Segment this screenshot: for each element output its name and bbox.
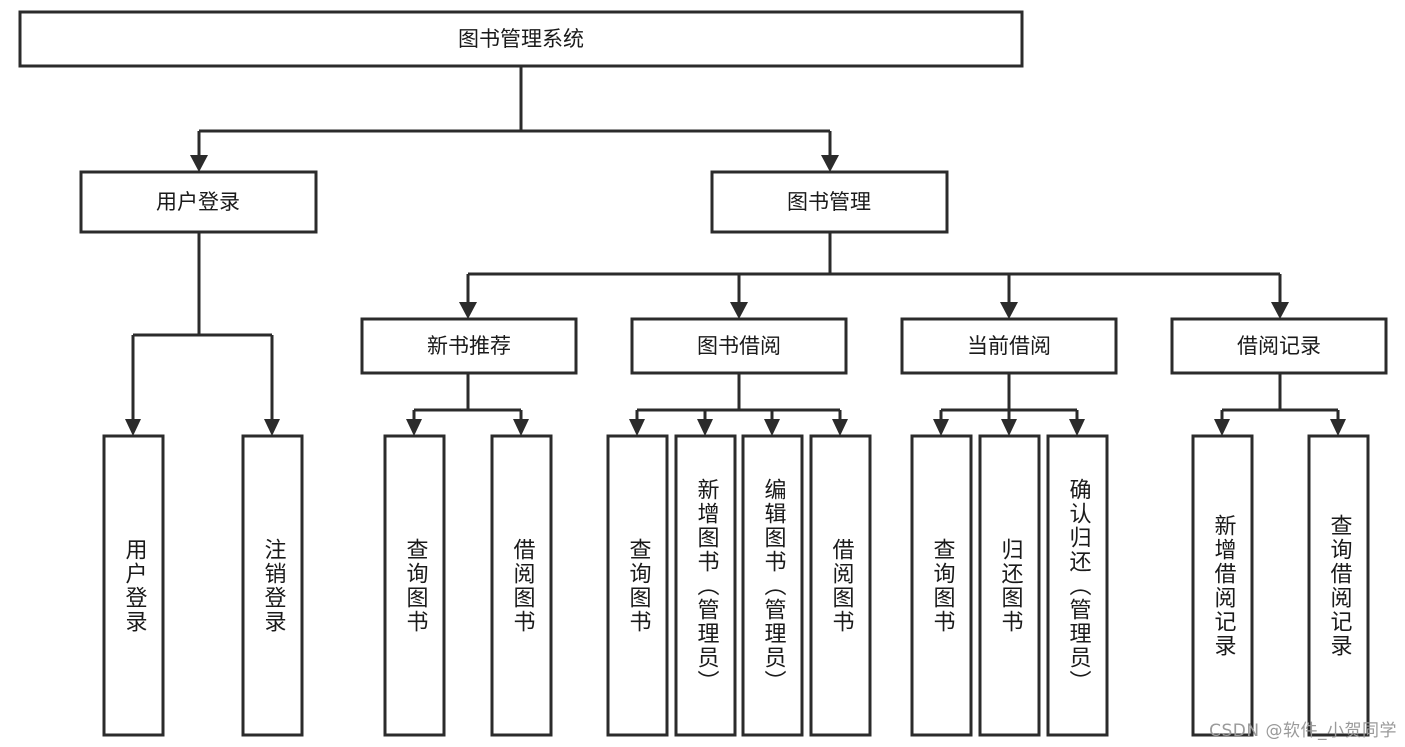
connector-group-current-borrow (933, 373, 1085, 436)
node-book-borrow[interactable]: 图书借阅 (630, 317, 848, 375)
arrow-new-book-leaf-1 (406, 419, 422, 436)
arrow-book-borrow-leaf-1 (629, 419, 645, 436)
connector-group-book-mgmt (459, 232, 1289, 319)
arrow-current-borrow-leaf-2 (1001, 419, 1017, 436)
connector-group-borrow-record (1214, 373, 1346, 436)
leaf-box-current-borrow-3[interactable] (1046, 434, 1109, 737)
leaf-box-book-borrow-1[interactable] (606, 434, 669, 737)
leaf-box-group (102, 434, 1370, 737)
csdn-watermark: CSDN @软件_小贺同学 (1209, 721, 1397, 741)
node-root-system[interactable]: 图书管理系统 (18, 10, 1024, 68)
arrow-borrow-record-leaf-2 (1330, 419, 1346, 436)
leaf-box-user-login-2[interactable] (241, 434, 304, 737)
arrow-book-borrow-leaf-3 (764, 419, 780, 436)
leaf-box-borrow-record-1[interactable] (1191, 434, 1254, 737)
arrow-current-borrow-leaf-3 (1069, 419, 1085, 436)
leaf-box-book-borrow-3[interactable] (741, 434, 804, 737)
connector-group-root (190, 66, 839, 172)
leaf-box-current-borrow-2[interactable] (978, 434, 1041, 737)
node-user-login[interactable]: 用户登录 (79, 170, 318, 234)
node-label-book-borrow: 图书借阅 (697, 334, 781, 358)
leaf-box-book-borrow-2[interactable] (674, 434, 737, 737)
arrow-book-borrow-leaf-2 (697, 419, 713, 436)
connector-group-new-book (406, 373, 529, 436)
connector-group-book-borrow (629, 373, 848, 436)
node-label-root-system: 图书管理系统 (458, 27, 584, 51)
leaf-box-new-book-1[interactable] (383, 434, 446, 737)
arrow-book-mgmt-to-new-book (459, 302, 477, 319)
arrow-current-borrow-leaf-1 (933, 419, 949, 436)
arrow-new-book-leaf-2 (513, 419, 529, 436)
arrow-book-mgmt-to-record (1271, 302, 1289, 319)
arrow-root-to-book-mgmt (821, 155, 839, 172)
arrow-user-login-leaf-1 (125, 419, 141, 436)
node-borrow-record[interactable]: 借阅记录 (1170, 317, 1388, 375)
node-new-book-recommend[interactable]: 新书推荐 (360, 317, 578, 375)
arrow-book-borrow-leaf-4 (832, 419, 848, 436)
arrow-book-mgmt-to-borrow (730, 302, 748, 319)
node-label-user-login: 用户登录 (156, 190, 240, 214)
leaf-box-new-book-2[interactable] (490, 434, 553, 737)
arrow-borrow-record-leaf-1 (1214, 419, 1230, 436)
node-label-new-book-recommend: 新书推荐 (427, 334, 511, 358)
node-label-book-management: 图书管理 (787, 190, 871, 214)
leaf-box-borrow-record-2[interactable] (1307, 434, 1370, 737)
node-current-borrow[interactable]: 当前借阅 (900, 317, 1118, 375)
leaf-box-book-borrow-4[interactable] (809, 434, 872, 737)
leaf-box-current-borrow-1[interactable] (910, 434, 973, 737)
arrow-user-login-leaf-2 (264, 419, 280, 436)
connector-group-user-login (125, 232, 280, 436)
leaf-box-user-login-1[interactable] (102, 434, 165, 737)
arrow-root-to-user-login (190, 155, 208, 172)
arrow-book-mgmt-to-current (1000, 302, 1018, 319)
node-label-borrow-record: 借阅记录 (1237, 334, 1321, 358)
node-book-management[interactable]: 图书管理 (710, 170, 949, 234)
node-label-current-borrow: 当前借阅 (967, 334, 1051, 358)
